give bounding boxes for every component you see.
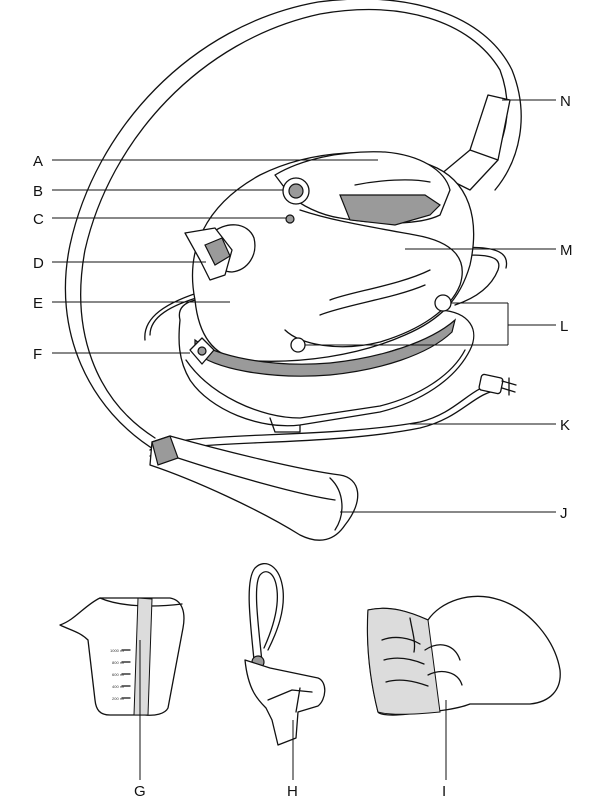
- label-c: C: [33, 211, 44, 228]
- steam-generator-illustration: [64, 0, 522, 541]
- leader-lines: [52, 99, 556, 780]
- label-a: A: [33, 153, 43, 170]
- label-b: B: [33, 183, 43, 200]
- svg-text:400 ml: 400 ml: [112, 684, 124, 689]
- label-h: H: [287, 783, 298, 800]
- svg-text:200 ml: 200 ml: [112, 696, 124, 701]
- label-l: L: [560, 318, 568, 335]
- garment-hanger-illustration: [244, 563, 326, 746]
- label-i: I: [442, 783, 446, 800]
- label-n: N: [560, 93, 571, 110]
- label-k: K: [560, 417, 570, 434]
- label-d: D: [33, 255, 44, 272]
- label-j: J: [560, 505, 568, 522]
- part-labels: A B C D E F N M L K J G H I: [33, 93, 573, 800]
- label-e: E: [33, 295, 43, 312]
- svg-text:600 ml: 600 ml: [112, 672, 124, 677]
- svg-text:800 ml: 800 ml: [112, 660, 124, 665]
- protective-glove-illustration: [366, 595, 561, 716]
- label-m: M: [560, 242, 573, 259]
- measuring-cup-illustration: 1000 ml 800 ml 600 ml 400 ml 200 ml: [59, 597, 185, 716]
- label-f: F: [33, 346, 42, 363]
- svg-text:1000 ml: 1000 ml: [110, 648, 124, 653]
- label-g: G: [134, 783, 146, 800]
